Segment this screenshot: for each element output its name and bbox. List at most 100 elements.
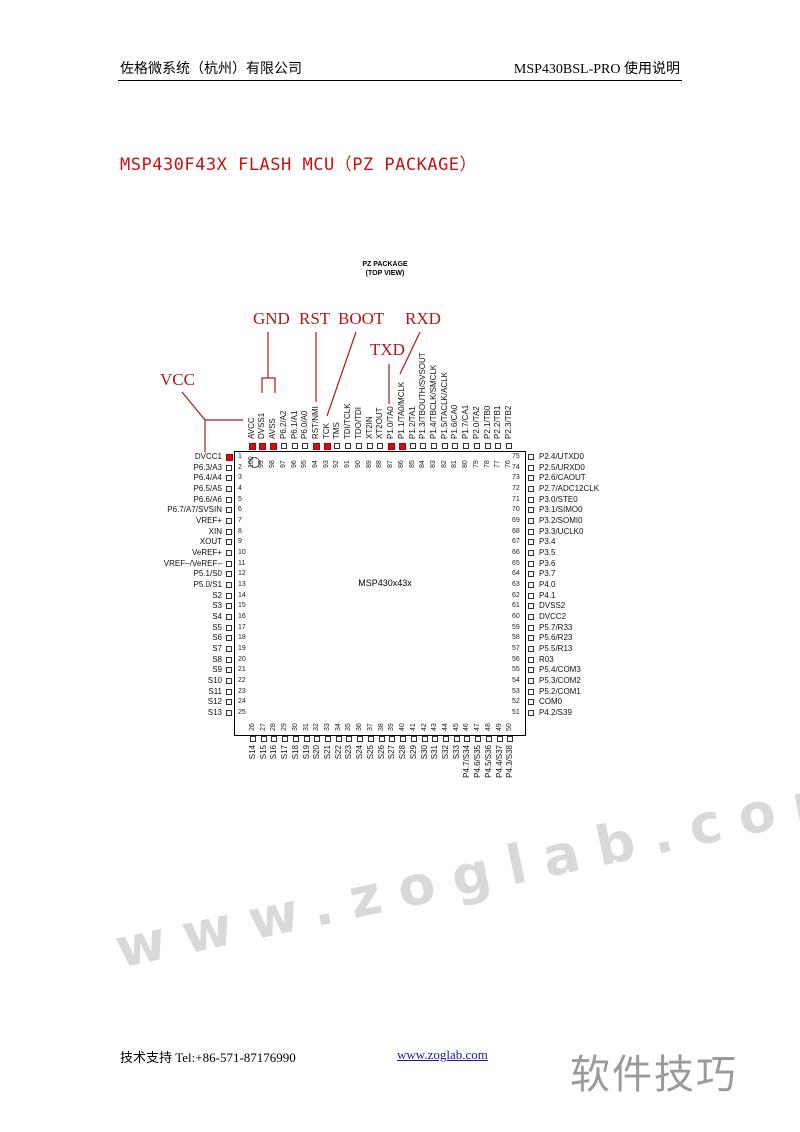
- pin-86-number: 86: [397, 460, 405, 468]
- pin-55-label: P5.4/COM3: [539, 665, 581, 675]
- pin-50-label: P4.3/S38: [505, 745, 515, 778]
- pin-43-pad: [432, 736, 439, 742]
- pin-56-label: R03: [539, 654, 554, 664]
- pin-53-number: 53: [512, 687, 520, 695]
- vcc-label: VCC: [160, 370, 195, 389]
- pin1-marker: [249, 457, 260, 468]
- pin-60-pad: [528, 613, 534, 620]
- pin-76-pad: [506, 443, 512, 449]
- pin-4-label: P6.5/A5: [193, 484, 222, 493]
- pin-23-number: 23: [238, 687, 246, 695]
- pin-95-pad: [302, 443, 309, 449]
- pin-98-number: 98: [269, 460, 277, 468]
- pin-32-pad: [314, 736, 321, 742]
- pin-80-number: 80: [462, 460, 470, 468]
- pin-72-number: 72: [512, 484, 520, 492]
- pin-62-pad: [528, 592, 534, 599]
- pin-11-number: 11: [238, 559, 246, 567]
- pin-20-pad: [226, 656, 232, 663]
- pin-37-pad: [367, 736, 374, 742]
- pin-25-pad: [226, 710, 232, 717]
- pin-57-number: 57: [512, 644, 520, 652]
- pin-46-label: P4.7/S34: [462, 745, 472, 778]
- pin-40-label: S28: [398, 745, 408, 760]
- pin-22-number: 22: [238, 677, 246, 685]
- pin-79-pad: [473, 443, 480, 449]
- pin-38-number: 38: [377, 723, 385, 731]
- pin-94-pad: [313, 443, 321, 450]
- pin-93-pad: [323, 443, 331, 450]
- pin-66-pad: [528, 549, 534, 556]
- pin-28-label: S16: [269, 745, 279, 760]
- pin-17-label: S5: [212, 622, 222, 632]
- gnd-bracket: [261, 377, 276, 393]
- pin-42-pad: [421, 736, 428, 742]
- pin-22-label: S10: [207, 676, 222, 686]
- pin-27-pad: [260, 736, 267, 742]
- pin-90-label: TDO/TDI: [353, 407, 363, 439]
- pin-37-number: 37: [366, 723, 374, 731]
- pin-25-label: S13: [207, 708, 222, 718]
- pin-52-number: 52: [512, 698, 520, 706]
- pin-57-label: P5.5/R13: [539, 643, 573, 653]
- pin-82-number: 82: [440, 460, 448, 468]
- pin-29-pad: [282, 736, 289, 742]
- pin-69-pad: [528, 517, 534, 524]
- pin-6-label: P6.7/A7/SVSIN: [167, 505, 222, 515]
- pin-68-label: P3.3/UCLK0: [539, 526, 584, 536]
- pin-59-number: 59: [512, 623, 520, 631]
- pin-67-label: P3.4: [539, 537, 556, 547]
- pin-12-pad: [226, 571, 232, 578]
- pin-5-label: P6.6/A6: [193, 494, 222, 504]
- pin-83-number: 83: [429, 460, 437, 468]
- pin-71-pad: [528, 496, 534, 503]
- pin-58-pad: [528, 635, 534, 642]
- pin-2-number: 2: [238, 463, 242, 471]
- pin-19-number: 19: [238, 645, 246, 653]
- pin-29-label: S17: [280, 745, 290, 760]
- boot-line: [326, 331, 357, 417]
- pin-51-pad: [528, 710, 534, 716]
- pin-100-pad: [248, 443, 256, 450]
- pin-35-label: S23: [344, 745, 354, 760]
- gnd-label: GND: [253, 309, 290, 328]
- pin-43-label: S31: [430, 745, 440, 760]
- vcc-line: [181, 391, 206, 452]
- pin-35-number: 35: [345, 723, 353, 731]
- pin-16-pad: [226, 614, 232, 621]
- pin-31-number: 31: [302, 723, 310, 731]
- pin-95-label: P6.0/A0: [300, 410, 310, 439]
- rxd-label: RXD: [405, 309, 441, 328]
- pin-46-number: 46: [463, 723, 471, 731]
- pin-29-number: 29: [281, 723, 289, 731]
- pin-21-pad: [226, 667, 232, 674]
- pin-14-number: 14: [238, 591, 246, 599]
- pin-15-pad: [226, 603, 232, 610]
- pin-97-label: P6.2/A2: [278, 410, 288, 439]
- pin-60-label: DVCC2: [539, 611, 567, 621]
- rst-label: RST: [299, 309, 331, 328]
- pin-63-pad: [528, 581, 534, 588]
- pin-80-label: P1.7/CA1: [461, 404, 471, 439]
- pin-91-number: 91: [344, 460, 352, 468]
- pin-1-number: 1: [238, 453, 242, 460]
- footer-support: 技术支持 Tel:+86-571-87176990: [120, 1050, 296, 1065]
- pin-18-label: S6: [212, 633, 222, 643]
- pin-93-label: TCK: [321, 423, 331, 439]
- footer-website-link[interactable]: www.zoglab.com: [397, 1047, 488, 1062]
- pin-13-pad: [226, 582, 232, 589]
- pin-97-pad: [280, 443, 287, 449]
- pin-17-number: 17: [238, 623, 246, 631]
- pin-80-pad: [463, 443, 470, 449]
- pin-61-label: DVSS2: [539, 601, 566, 611]
- chip-name: MSP430x43x: [358, 578, 412, 588]
- pin-3-number: 3: [238, 474, 242, 482]
- pin-8-label: XIN: [208, 526, 222, 536]
- pin-99-label: DVSS1: [257, 412, 267, 439]
- pin-96-pad: [291, 443, 298, 449]
- pin-28-pad: [271, 736, 278, 742]
- pin-51-number: 51: [512, 709, 520, 716]
- pin-65-number: 65: [512, 559, 520, 567]
- pin-40-pad: [400, 736, 407, 742]
- pin-53-pad: [528, 688, 534, 695]
